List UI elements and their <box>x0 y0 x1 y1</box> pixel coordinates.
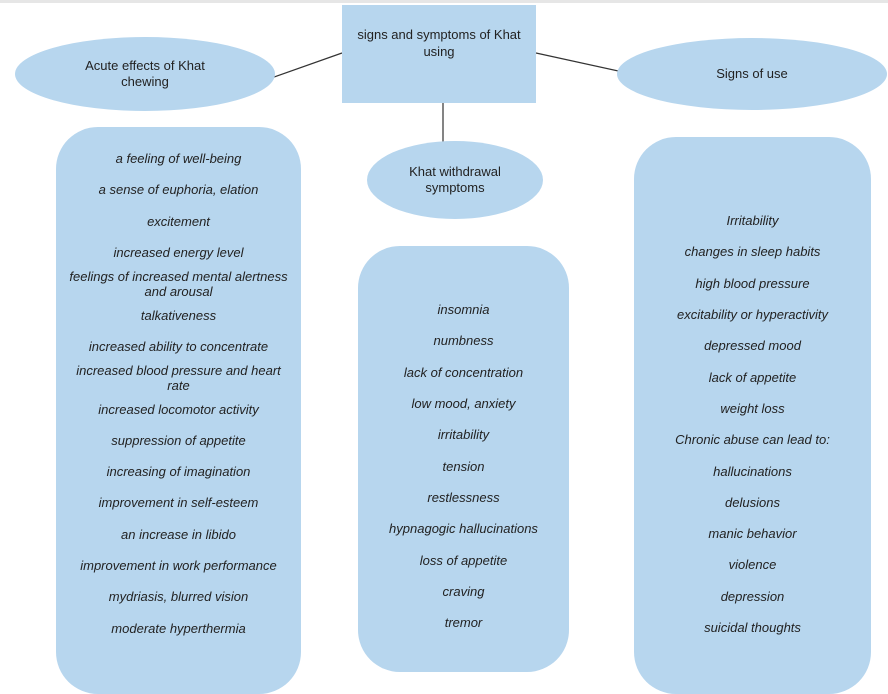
list-item: improvement in work performance <box>80 558 277 573</box>
list-item: increased energy level <box>113 245 244 261</box>
acute-effects-node: Acute effects of Khat chewing <box>15 37 275 111</box>
list-item: numbness <box>433 333 494 349</box>
signs-of-use-panel: Irritability changes in sleep habits hig… <box>634 137 871 694</box>
list-item: talkativeness <box>140 307 217 323</box>
acute-effects-label: Acute effects of Khat chewing <box>85 58 205 89</box>
list-item: irritability <box>437 427 490 443</box>
list-item: violence <box>728 557 777 573</box>
top-border <box>0 0 888 3</box>
list-item: tremor <box>444 615 483 631</box>
list-item: mydriasis, blurred vision <box>108 589 249 605</box>
list-item: an increase in libido <box>121 526 236 542</box>
signs-of-use-node: Signs of use <box>617 38 887 110</box>
list-item: improvement in self-esteem <box>98 495 259 511</box>
list-item: lack of concentration <box>403 364 524 380</box>
list-item: a feeling of well-being <box>115 151 242 167</box>
withdrawal-label: Khat withdrawal symptoms <box>409 164 501 195</box>
list-item: increased blood pressure and heart rate <box>76 362 281 393</box>
withdrawal-panel: insomnia numbness lack of concentration … <box>358 246 569 672</box>
list-item: increased ability to concentrate <box>88 338 269 354</box>
list-item: changes in sleep habits <box>684 244 821 260</box>
list-item: delusions <box>725 494 780 510</box>
list-item: lack of appetite <box>708 369 797 385</box>
list-item: Irritability <box>726 213 779 229</box>
list-item: depressed mood <box>704 338 801 354</box>
list-item: low mood, anxiety <box>411 396 516 412</box>
list-item: increased locomotor activity <box>98 401 259 417</box>
list-item: hallucinations <box>713 463 792 479</box>
acute-effects-list: a feeling of well-being a sense of eupho… <box>56 143 301 644</box>
list-item: excitability or hyperactivity <box>677 307 828 323</box>
acute-effects-panel: a feeling of well-being a sense of eupho… <box>56 127 301 694</box>
signs-of-use-label: Signs of use <box>716 66 788 81</box>
list-item: loss of appetite <box>419 552 508 568</box>
central-topic-box: signs and symptoms of Khat using <box>342 5 536 103</box>
list-item: moderate hyperthermia <box>111 620 246 636</box>
list-item: tension <box>442 458 485 474</box>
withdrawal-node: Khat withdrawal symptoms <box>367 141 543 219</box>
list-item: suppression of appetite <box>111 432 246 448</box>
central-topic-title: signs and symptoms of Khat using <box>357 27 521 59</box>
list-item: suicidal thoughts <box>704 620 801 635</box>
list-item: Chronic abuse can lead to: <box>675 432 830 448</box>
list-item: a sense of euphoria, elation <box>98 182 259 198</box>
list-item: feelings of increased mental alertness a… <box>69 268 288 299</box>
list-item: insomnia <box>437 302 490 318</box>
list-item: restlessness <box>427 489 500 505</box>
list-item: manic behavior <box>708 526 797 542</box>
list-item: weight loss <box>720 400 785 416</box>
list-item: hypnagogic hallucinations <box>389 521 538 537</box>
list-item: excitement <box>147 213 210 229</box>
list-item: depression <box>720 588 785 604</box>
list-item: high blood pressure <box>695 275 810 291</box>
withdrawal-list: insomnia numbness lack of concentration … <box>381 294 546 638</box>
list-item: craving <box>442 583 485 599</box>
signs-of-use-list: Irritability changes in sleep habits hig… <box>667 205 838 643</box>
list-item: increasing of imagination <box>106 464 251 480</box>
